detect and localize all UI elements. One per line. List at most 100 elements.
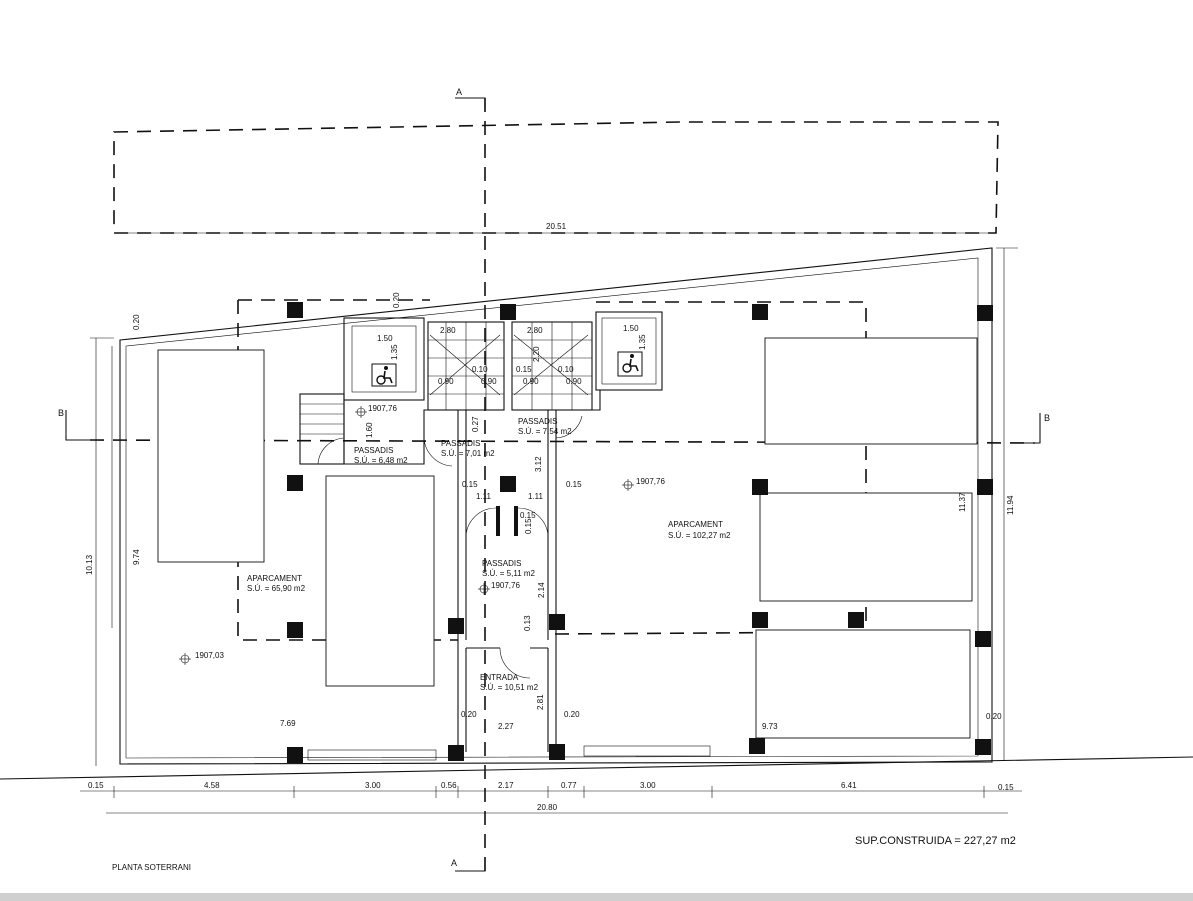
dim-elevator-left: 1.50: [377, 334, 393, 343]
dim-stair-label-right: 2.80: [527, 326, 543, 335]
dim-wall-020-entry-left: 0.20: [461, 710, 477, 719]
column: [977, 305, 993, 321]
dim-015-door: 0.15: [520, 511, 536, 520]
stair-small-left: [299, 393, 345, 465]
dim-inner-left-width: 7.69: [280, 719, 296, 728]
section-a-top-label: A: [456, 87, 462, 97]
section-b-left-marker: [65, 410, 90, 441]
dim-027: 0.27: [471, 416, 480, 432]
section-b-right-marker: [1015, 413, 1041, 444]
dim-stair-run-4: 0.90: [566, 377, 582, 386]
dim-stair-run-1: 0.90: [438, 377, 454, 386]
section-a-bottom-label: A: [451, 858, 457, 868]
front-opening-left: [307, 749, 437, 761]
dim-stair-gap-1: 0.10: [472, 365, 488, 374]
room-entrance-name: ENTRADA: [480, 673, 519, 682]
column: [752, 479, 768, 495]
svg-text:1907,76: 1907,76: [636, 477, 665, 486]
stair-right: [511, 321, 593, 411]
corridor-walls: [457, 410, 557, 640]
dim-elevator-depth-left: 1.35: [390, 344, 399, 360]
door-swing-4: [465, 507, 497, 541]
site-outline: [119, 247, 993, 765]
dim-bottom-7: 6.41: [841, 781, 857, 790]
elevator-left-cabin: [351, 325, 417, 393]
column: [549, 744, 565, 760]
dim-wall-020-right-bottom: 0.20: [986, 712, 1002, 721]
level-marker-3: 1907,76: [478, 581, 520, 595]
room-passage-2-name: PASSADIS: [441, 439, 480, 448]
column: [549, 614, 565, 630]
elevator-right-cabin: [601, 317, 657, 385]
car-right-3: [755, 629, 971, 739]
column: [287, 475, 303, 491]
section-a-top-marker: [455, 97, 486, 110]
svg-text:1907,76: 1907,76: [368, 404, 397, 413]
column: [287, 747, 303, 763]
room-parking-left-name: APARCAMENT: [247, 574, 302, 583]
column: [500, 476, 516, 492]
dim-right-outer: 11.94: [1006, 495, 1015, 515]
dim-bottom-0: 0.15: [88, 781, 104, 790]
dim-bottom-8: 0.15: [998, 783, 1014, 792]
door-swing-1: [317, 437, 345, 465]
level-marker-4: 1907,03: [179, 651, 224, 665]
dim-bottom-ticks: [113, 786, 985, 798]
column: [752, 304, 768, 320]
column: [975, 631, 991, 647]
dim-overall-bottom: 20.80: [537, 803, 558, 812]
room-passage-4-area: S.Ú. = 5,11 m2: [482, 569, 536, 578]
column: [752, 612, 768, 628]
room-parking-right-area: S.Ú. = 102,27 m2: [668, 531, 731, 540]
dim-015-vert: 0.15: [524, 518, 533, 534]
wheelchair-icon-right: [617, 351, 643, 377]
room-passage-1-area: S.Ú. = 6,48 m2: [354, 456, 408, 465]
door-leaf-2: [514, 506, 518, 536]
room-passage-3-area: S.Ú. = 7,54 m2: [518, 427, 572, 436]
front-opening-right: [583, 745, 711, 757]
elevator-left-shaft: [343, 317, 425, 401]
dim-top-text: 20.51: [546, 222, 567, 231]
elevator-right-shaft: [595, 311, 663, 391]
dim-stair-run-3: 0.90: [523, 377, 539, 386]
room-passage-3-name: PASSADIS: [518, 417, 557, 426]
drawing-title: PLANTA SOTERRANI: [112, 863, 191, 872]
room-passage-4-name: PASSADIS: [482, 559, 521, 568]
scan-bottom-strip: [0, 893, 1193, 901]
dim-entry-width: 2.27: [498, 722, 514, 731]
dim-bottom-4: 2.17: [498, 781, 514, 790]
door-swing-2: [423, 437, 453, 467]
car-right-1: [764, 337, 978, 445]
room-parking-left-area: S.Ú. = 65,90 m2: [247, 584, 306, 593]
car-left-2: [325, 475, 435, 687]
dim-wall-020-left: 0.20: [132, 314, 141, 330]
ground-line: [0, 756, 1193, 780]
passage-walls: [343, 390, 601, 465]
door-swing-3: [555, 415, 583, 439]
car-right-2: [759, 492, 973, 602]
car-left-1: [157, 349, 265, 563]
dim-left-height: 10.13: [85, 554, 94, 575]
column: [848, 612, 864, 628]
dim-corridor-right: 1.11: [528, 492, 544, 501]
dim-bottom-3: 0.56: [441, 781, 457, 790]
dim-214: 2.14: [537, 582, 546, 598]
dim-elevator-right: 1.50: [623, 324, 639, 333]
entrance-walls: [457, 640, 557, 752]
dim-312: 3.12: [534, 456, 543, 472]
column: [749, 738, 765, 754]
section-b-right-label: B: [1044, 413, 1050, 423]
room-parking-right-name: APARCAMENT: [668, 520, 723, 529]
dim-stair-run-2: 0.90: [481, 377, 497, 386]
dim-right-inner: 11.37: [958, 492, 967, 512]
room-entrance-area: S.Ú. = 10,51 m2: [480, 683, 539, 692]
level-marker-1: 1907,76: [355, 404, 397, 418]
dim-elevator-depth-right: 1.35: [638, 334, 647, 350]
dim-281: 2.81: [536, 694, 545, 710]
column: [977, 479, 993, 495]
built-area: SUP.CONSTRUIDA = 227,27 m2: [855, 835, 1016, 847]
upper-floor-outline: [113, 121, 999, 234]
dim-wall-020-entry-right: 0.20: [564, 710, 580, 719]
dim-corridor-left: 1.11: [476, 492, 492, 501]
